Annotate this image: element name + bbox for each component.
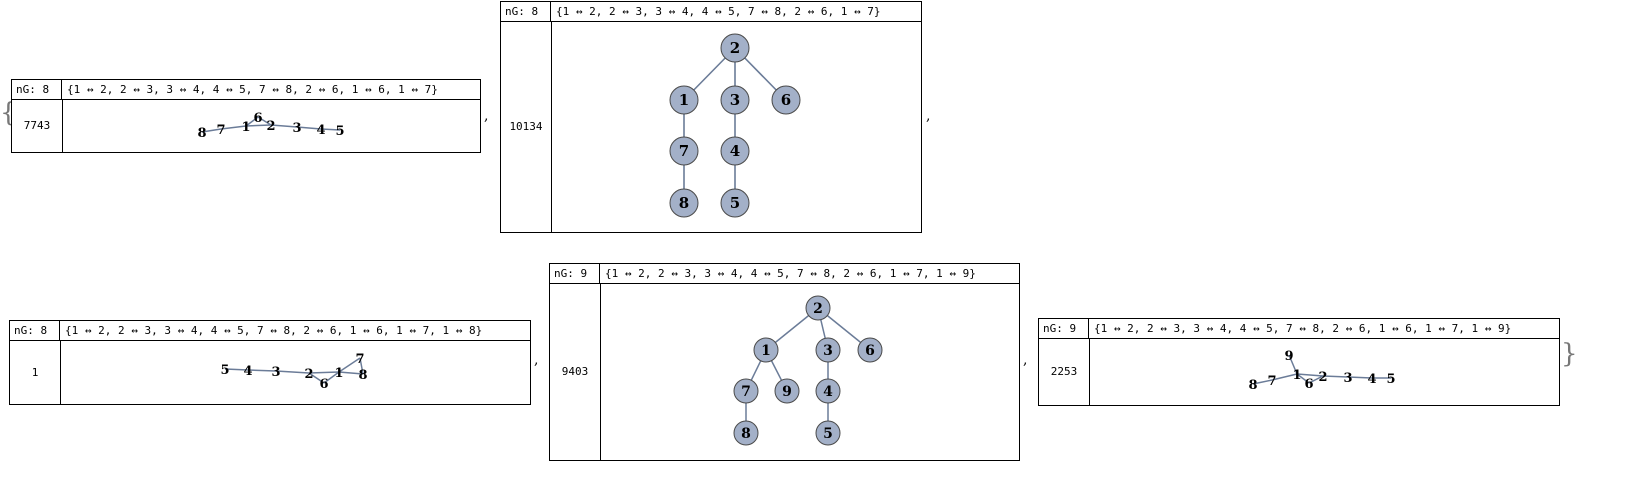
- node-9: 9: [782, 384, 792, 400]
- node-6: 6: [319, 377, 328, 392]
- node-2: 2: [813, 301, 823, 317]
- graph-drawing: 5 4 3 2 6 1 7 8: [220, 352, 367, 392]
- node-1: 1: [334, 366, 343, 381]
- graph-number: 7743: [12, 99, 63, 152]
- node-4: 4: [243, 364, 252, 379]
- node-3: 3: [292, 121, 301, 136]
- node-8: 8: [679, 194, 689, 212]
- graph-header: nG: 9 {1 ↔ 2, 2 ↔ 3, 3 ↔ 4, 4 ↔ 5, 7 ↔ 8…: [1039, 319, 1559, 339]
- graph-header: nG: 8 {1 ↔ 2, 2 ↔ 3, 3 ↔ 4, 4 ↔ 5, 7 ↔ 8…: [501, 2, 921, 22]
- node-count-label: nG: 9: [550, 264, 600, 283]
- node-6: 6: [1304, 377, 1313, 392]
- node-5: 5: [335, 124, 344, 139]
- node-2: 2: [730, 39, 740, 57]
- node-1: 1: [679, 91, 689, 109]
- separator-comma: ,: [926, 108, 931, 124]
- graph-card-3: nG: 9 {1 ↔ 2, 2 ↔ 3, 3 ↔ 4, 4 ↔ 5, 7 ↔ 8…: [549, 263, 1020, 461]
- node-1: 1: [761, 343, 771, 359]
- separator-comma: ,: [484, 108, 489, 124]
- separator-comma: ,: [534, 352, 539, 368]
- node-5: 5: [730, 194, 740, 212]
- graph-header: nG: 8 {1 ↔ 2, 2 ↔ 3, 3 ↔ 4, 4 ↔ 5, 7 ↔ 8…: [12, 80, 480, 100]
- list-close-brace: }: [1561, 339, 1578, 369]
- edge-list: {1 ↔ 2, 2 ↔ 3, 3 ↔ 4, 4 ↔ 5, 7 ↔ 8, 2 ↔ …: [1094, 322, 1512, 335]
- graph-card-0: nG: 8 {1 ↔ 2, 2 ↔ 3, 3 ↔ 4, 4 ↔ 5, 7 ↔ 8…: [11, 79, 481, 153]
- graph-header: nG: 9 {1 ↔ 2, 2 ↔ 3, 3 ↔ 4, 4 ↔ 5, 7 ↔ 8…: [550, 264, 1019, 284]
- graph-card-2: nG: 8 {1 ↔ 2, 2 ↔ 3, 3 ↔ 4, 4 ↔ 5, 7 ↔ 8…: [9, 320, 531, 405]
- node-7: 7: [1267, 374, 1276, 389]
- node-8: 8: [197, 126, 206, 141]
- node-8: 8: [1248, 378, 1257, 393]
- node-9: 9: [1284, 349, 1293, 364]
- node-7: 7: [679, 142, 689, 160]
- node-5: 5: [220, 363, 229, 378]
- node-8: 8: [358, 368, 367, 383]
- edge-list: {1 ↔ 2, 2 ↔ 3, 3 ↔ 4, 4 ↔ 5, 7 ↔ 8, 2 ↔ …: [65, 324, 483, 337]
- node-5: 5: [823, 426, 833, 442]
- graph-number: 2253: [1039, 338, 1090, 405]
- graph-drawing: 8 7 1 6 2 3 4 5: [197, 111, 344, 141]
- node-6: 6: [253, 111, 262, 126]
- node-8: 8: [741, 426, 751, 442]
- node-3: 3: [271, 365, 280, 380]
- node-count-label: nG: 8: [10, 321, 60, 340]
- node-count-label: nG: 8: [501, 2, 551, 21]
- node-4: 4: [730, 142, 740, 160]
- node-3: 3: [1343, 371, 1352, 386]
- node-2: 2: [266, 119, 275, 134]
- graph-card-1: nG: 8 {1 ↔ 2, 2 ↔ 3, 3 ↔ 4, 4 ↔ 5, 7 ↔ 8…: [500, 1, 922, 233]
- node-4: 4: [1367, 372, 1376, 387]
- graph-drawing: 2 1 3 6 7 9 4 8 5: [733, 295, 883, 446]
- node-6: 6: [865, 343, 875, 359]
- node-7: 7: [741, 384, 751, 400]
- node-1: 1: [1292, 368, 1301, 383]
- node-3: 3: [730, 91, 740, 109]
- node-2: 2: [1318, 370, 1327, 385]
- node-4: 4: [316, 123, 325, 138]
- edge-list: {1 ↔ 2, 2 ↔ 3, 3 ↔ 4, 4 ↔ 5, 7 ↔ 8, 2 ↔ …: [556, 5, 881, 18]
- edge-list: {1 ↔ 2, 2 ↔ 3, 3 ↔ 4, 4 ↔ 5, 7 ↔ 8, 2 ↔ …: [605, 267, 976, 280]
- node-count-label: nG: 9: [1039, 319, 1089, 338]
- separator-comma: ,: [1023, 352, 1028, 368]
- graph-number: 1: [10, 340, 61, 404]
- graph-number: 9403: [550, 283, 601, 460]
- node-5: 5: [1386, 372, 1395, 387]
- node-7: 7: [216, 123, 225, 138]
- graph-header: nG: 8 {1 ↔ 2, 2 ↔ 3, 3 ↔ 4, 4 ↔ 5, 7 ↔ 8…: [10, 321, 530, 341]
- graph-drawing: 9 8 7 1 6 2 3 4 5: [1248, 349, 1395, 393]
- node-4: 4: [823, 384, 833, 400]
- node-3: 3: [823, 343, 833, 359]
- node-1: 1: [241, 120, 250, 135]
- node-7: 7: [355, 352, 364, 367]
- graph-drawing: 2 1 3 6 7 4 8 5: [669, 33, 801, 218]
- graph-number: 10134: [501, 21, 552, 232]
- node-6: 6: [781, 91, 791, 109]
- node-count-label: nG: 8: [12, 80, 62, 99]
- node-2: 2: [304, 367, 313, 382]
- graph-card-4: nG: 9 {1 ↔ 2, 2 ↔ 3, 3 ↔ 4, 4 ↔ 5, 7 ↔ 8…: [1038, 318, 1560, 406]
- edge-list: {1 ↔ 2, 2 ↔ 3, 3 ↔ 4, 4 ↔ 5, 7 ↔ 8, 2 ↔ …: [67, 83, 438, 96]
